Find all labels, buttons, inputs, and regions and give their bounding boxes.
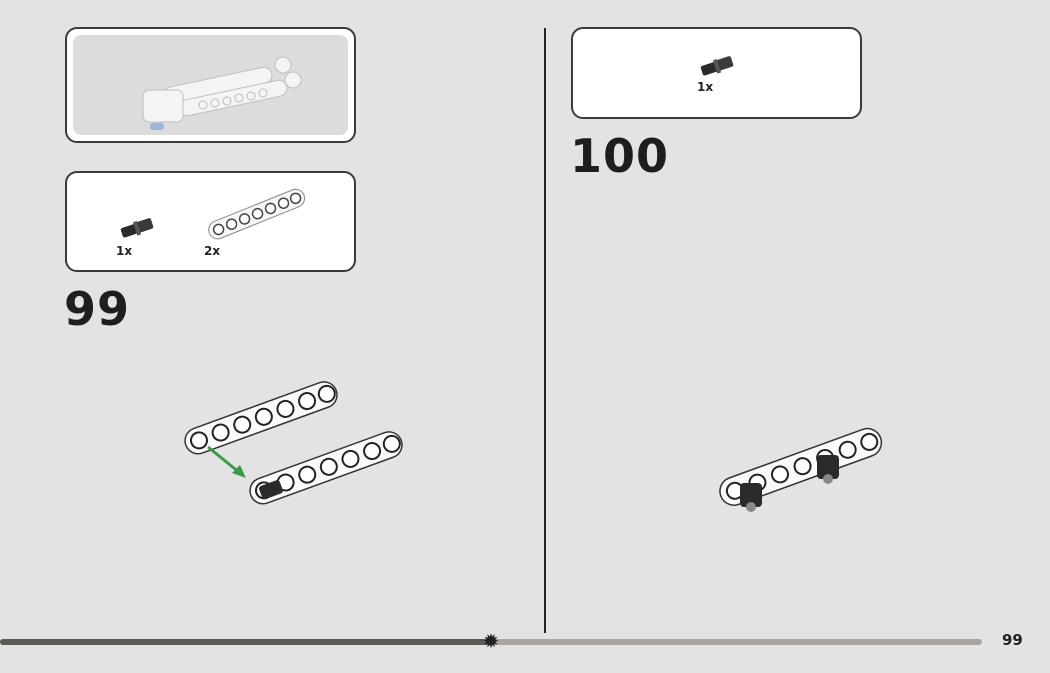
subassembly-preview [73,35,348,135]
progress-fill [0,639,491,645]
axle-connector-icon [120,218,154,238]
progress-bar [0,639,982,645]
step-99-illustration [184,381,403,505]
parts-list-step-100: 1x [571,27,862,119]
step-number: 100 [570,129,670,183]
part-qty: 1x [697,80,714,94]
subassembly-image [142,56,302,130]
technic-beam-icon [208,188,306,240]
subassembly-box [65,27,356,143]
page-divider [544,28,546,633]
page-number: 99 [1002,631,1023,649]
step-100-illustration [719,427,883,512]
part-qty: 1x [116,244,133,258]
axle-connector-icon [700,56,734,76]
step-number: 99 [64,282,131,336]
progress-marker-icon: ✹ [482,629,500,653]
part-qty: 2x [204,244,221,258]
parts-list-step-99: 1x 2x [65,171,356,272]
insert-arrow [207,445,241,475]
